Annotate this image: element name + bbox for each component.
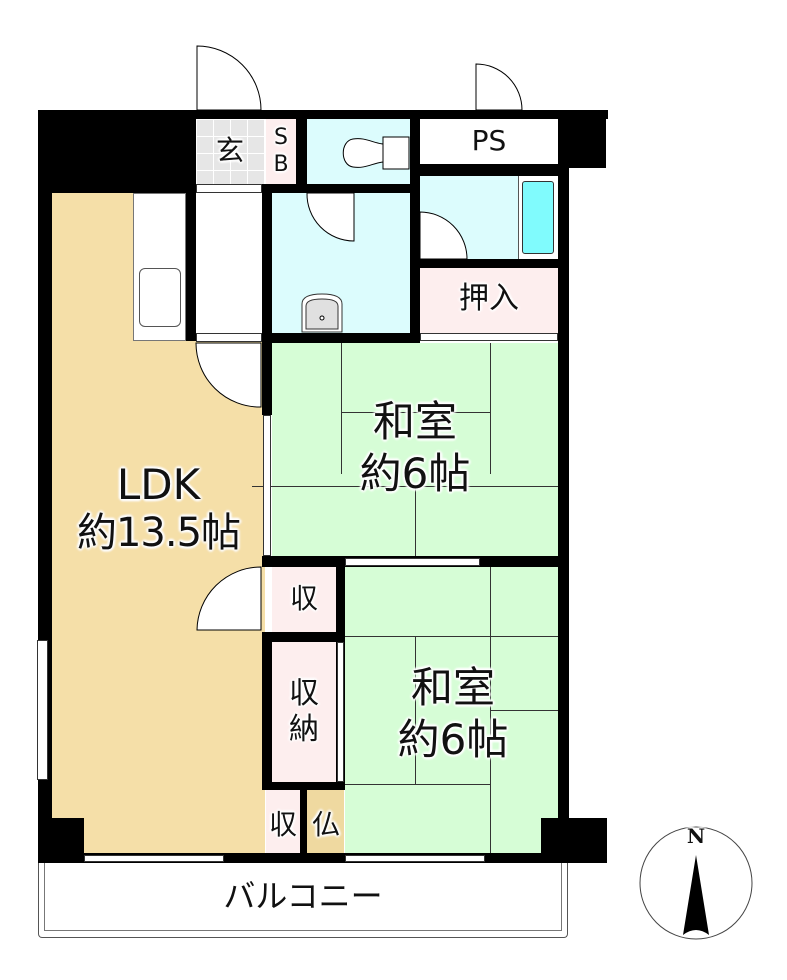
closet-storage-door[interactable] xyxy=(337,642,344,782)
genkan-label: 玄 xyxy=(215,134,244,167)
closet-bottom-floor xyxy=(266,790,300,853)
wall xyxy=(186,193,196,341)
ldk-size: 約13.5帖 xyxy=(76,510,241,556)
hall-opening xyxy=(196,184,262,193)
closet-small-label: 収 xyxy=(289,582,318,615)
shoe-box-label-b: B xyxy=(273,152,289,177)
oshiire-label: 押入 xyxy=(459,281,519,316)
tatami-line xyxy=(345,784,490,785)
kitchen-sink xyxy=(139,268,181,327)
tatami-line xyxy=(415,636,416,784)
wall xyxy=(300,790,307,853)
washitsu-north-name: 和室 xyxy=(372,397,457,446)
oshiire-floor xyxy=(420,268,558,333)
toilet-door[interactable] xyxy=(306,192,357,243)
closet-storage-floor xyxy=(272,642,336,782)
washitsu-south-size: 約6帖 xyxy=(397,715,509,764)
closet-bottom-label: 収 xyxy=(268,808,297,841)
shoe-box-label-s: S xyxy=(274,125,288,150)
wall xyxy=(558,168,569,863)
hall-opening xyxy=(196,333,262,342)
butsudan-floor xyxy=(307,790,344,853)
sliding-door[interactable] xyxy=(263,415,271,556)
tatami-line xyxy=(345,636,558,637)
hallway-floor xyxy=(196,193,262,341)
oshiire-sliding-door[interactable] xyxy=(420,333,558,341)
wall xyxy=(262,343,272,415)
balcony-inner xyxy=(44,863,562,931)
wall xyxy=(262,642,272,782)
ps-floor xyxy=(420,119,558,164)
butsudan-label: 仏 xyxy=(311,808,340,841)
wall xyxy=(196,110,264,119)
bathroom-door[interactable] xyxy=(411,211,468,261)
tatami-line xyxy=(490,710,558,711)
balcony xyxy=(38,863,568,938)
wall xyxy=(262,632,345,642)
wall xyxy=(420,164,558,176)
wall xyxy=(558,110,606,168)
wall xyxy=(420,259,558,268)
tatami-line xyxy=(341,343,342,474)
ps-door[interactable] xyxy=(475,63,525,111)
entrance-door[interactable] xyxy=(196,45,266,111)
tatami-line xyxy=(252,486,558,487)
genkan-floor xyxy=(196,119,264,184)
ldk-west-window xyxy=(37,640,48,780)
compass-north-label: N xyxy=(686,824,706,848)
wall xyxy=(296,119,307,193)
compass-icon xyxy=(639,826,753,940)
ldk-door[interactable] xyxy=(195,342,262,409)
closet-storage-label-2: 納 xyxy=(289,712,319,747)
tatami-line xyxy=(490,343,491,474)
ldk-name: LDK xyxy=(116,460,201,509)
closet-storage-label: 収 納 xyxy=(272,676,336,748)
washitsu-north-size: 約6帖 xyxy=(359,449,471,498)
washbasin-icon xyxy=(301,293,343,333)
toilet-icon xyxy=(342,136,410,170)
washitsu-south-name: 和室 xyxy=(410,663,495,712)
shoe-box-label: S B xyxy=(266,124,296,178)
wall xyxy=(262,782,345,790)
shoe-box-floor xyxy=(266,119,296,184)
wall xyxy=(262,184,420,193)
wall xyxy=(38,110,196,193)
washitsu-south-window xyxy=(345,855,485,862)
wall xyxy=(410,119,420,343)
sliding-door[interactable] xyxy=(345,558,480,566)
ps-label: PS xyxy=(471,124,507,157)
closet-door[interactable] xyxy=(196,566,266,633)
tatami-line xyxy=(415,486,416,556)
wall xyxy=(262,193,272,343)
ldk-south-window xyxy=(84,855,224,862)
wall xyxy=(38,853,607,863)
balcony-label: バルコニー xyxy=(223,877,383,915)
wall xyxy=(262,333,420,343)
closet-small-floor xyxy=(272,567,336,632)
bathtub-basin xyxy=(522,181,554,254)
closet-storage-label-1: 収 xyxy=(289,676,319,711)
wall xyxy=(264,110,608,119)
tatami-line xyxy=(341,412,490,413)
